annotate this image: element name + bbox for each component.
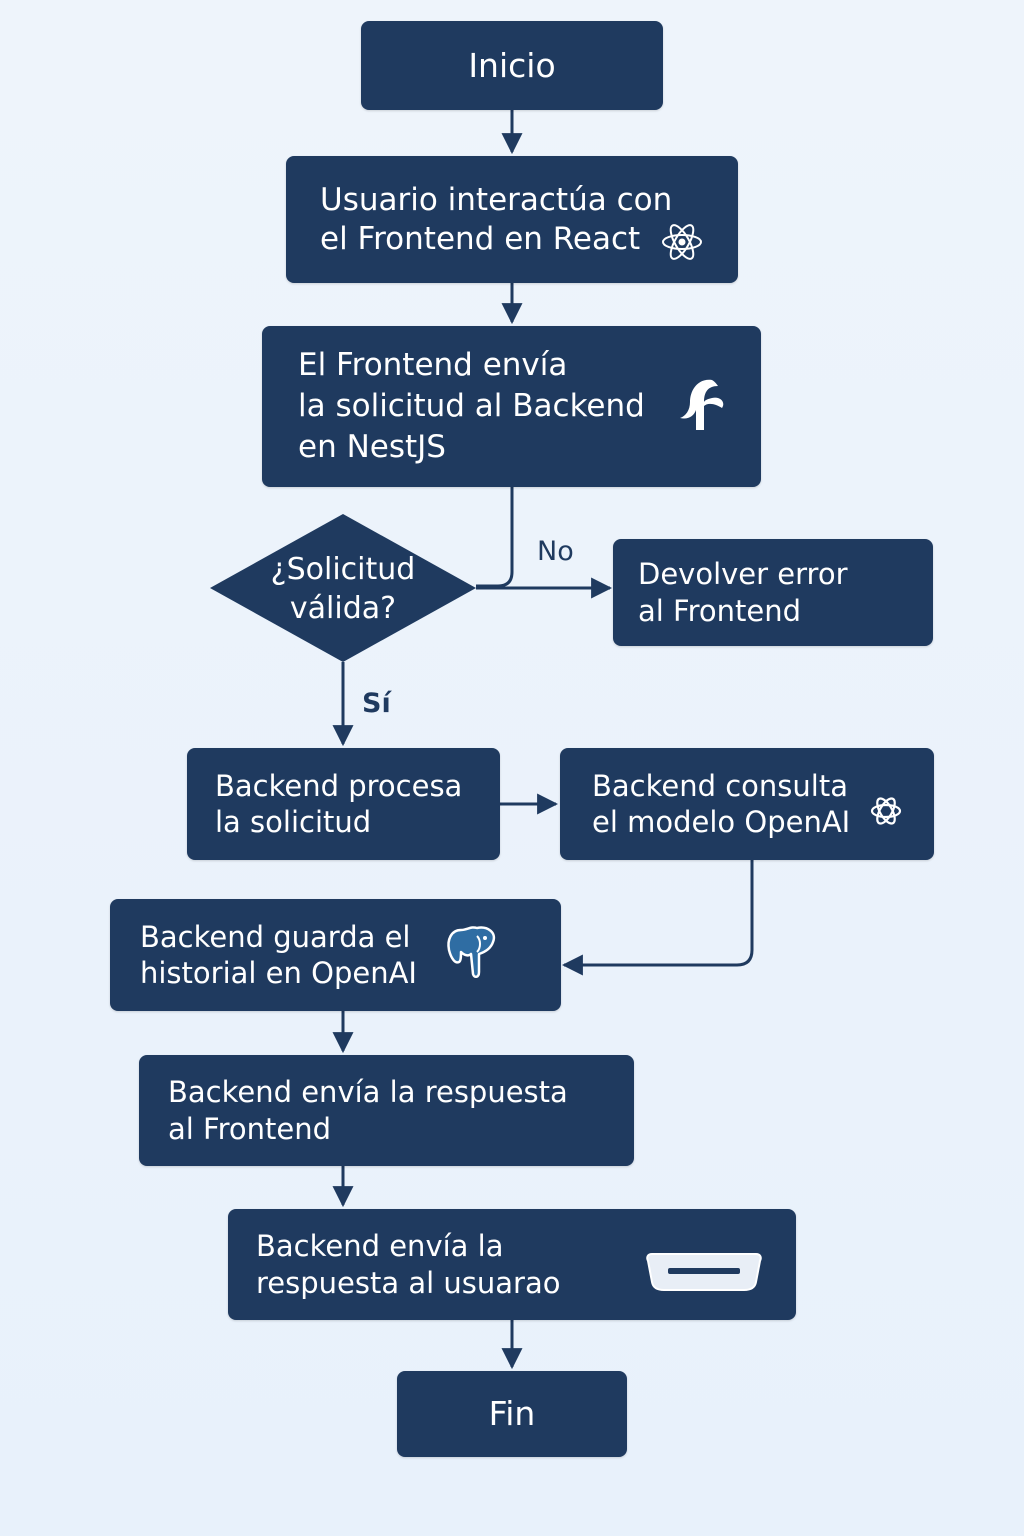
end-node: Fin bbox=[397, 1371, 627, 1457]
end-label: Fin bbox=[488, 1394, 536, 1434]
react-atom-icon bbox=[662, 224, 702, 260]
start-label: Inicio bbox=[468, 45, 556, 85]
backend-process-node: Backend procesa la solicitud bbox=[187, 748, 500, 860]
return-error-label: Devolver error al Frontend bbox=[638, 557, 848, 628]
backend-send-frontend-label: Backend envía la respuesta al Frontend bbox=[168, 1075, 568, 1146]
start-node: Inicio bbox=[361, 21, 663, 110]
backend-query-node: Backend consulta el modelo OpenAI bbox=[560, 748, 934, 860]
nestjs-logo-icon bbox=[680, 379, 724, 430]
yes-branch-label: Sí bbox=[362, 688, 391, 719]
decision-label: ¿Solicitud válida? bbox=[270, 552, 416, 626]
backend-send-frontend-node: Backend envía la respuesta al Frontend bbox=[139, 1055, 634, 1166]
edge-frontend-to-decision bbox=[476, 487, 514, 588]
backend-save-label: Backend guarda el historial en OpenAI bbox=[140, 919, 417, 990]
frontend-sends-node: El Frontend envía la solicitud al Backen… bbox=[262, 326, 761, 487]
postgresql-elephant-icon bbox=[447, 926, 496, 978]
backend-send-user-label: Backend envía la respuesta al usuarao bbox=[256, 1229, 561, 1300]
user-interacts-node: Usuario interactúa con el Frontend en Re… bbox=[286, 156, 738, 283]
edge-query-to-save bbox=[561, 860, 754, 976]
backend-save-node: Backend guarda el historial en OpenAI bbox=[110, 899, 561, 1011]
user-interacts-label: Usuario interactúa con el Frontend en Re… bbox=[320, 181, 673, 257]
openai-knot-icon bbox=[870, 797, 902, 825]
return-error-node: Devolver error al Frontend bbox=[613, 539, 933, 646]
frontend-sends-label: El Frontend envía la solicitud al Backen… bbox=[298, 347, 645, 465]
device-pill-icon bbox=[646, 1253, 762, 1291]
no-branch-label: No bbox=[537, 536, 574, 567]
backend-query-label: Backend consulta el modelo OpenAI bbox=[592, 768, 851, 839]
decision-diamond bbox=[210, 514, 476, 662]
backend-process-label: Backend procesa la solicitud bbox=[215, 768, 463, 839]
